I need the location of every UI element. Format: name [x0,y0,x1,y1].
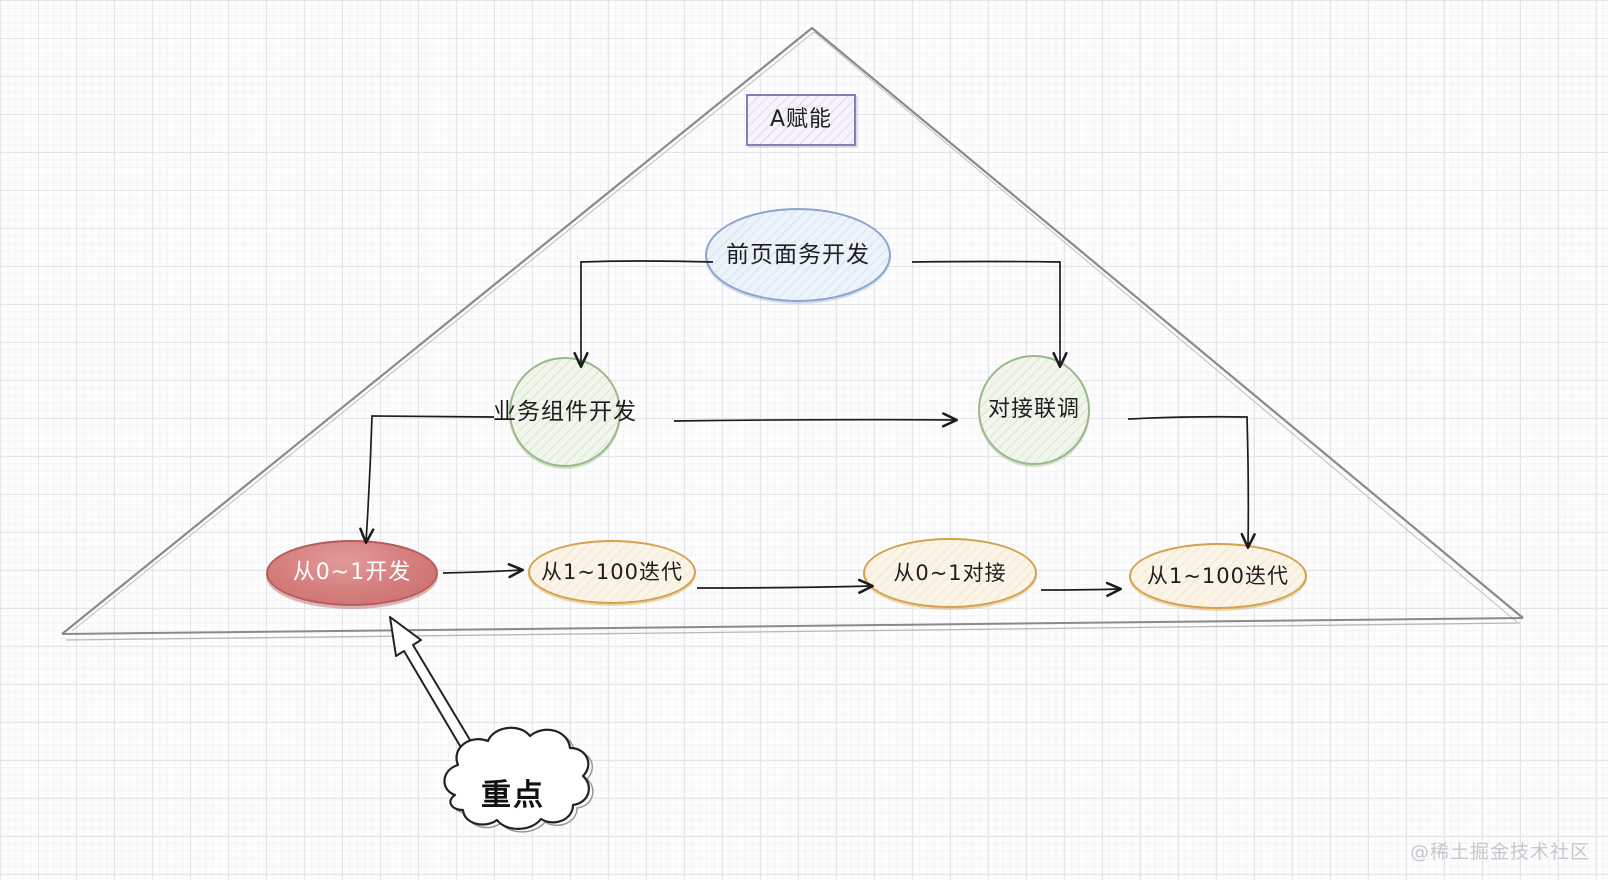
connector-componentdev-to-01dev [359,415,495,544]
pyramid-base-line [61,617,1524,635]
connector-integration-to-iterate [1127,415,1256,549]
pyramid-base-line-echo [65,622,1521,641]
node-0-to-1-dev: 从0~1开发 [266,540,438,606]
node-1-to-100-iterate-left: 从1~100迭代 [528,540,696,604]
cloud-label: 重点 [481,778,545,813]
connector-01integration-to-iterate [1040,581,1122,598]
connector-01dev-to-iterate [442,563,524,579]
connector-pagedev-to-componentdev [573,260,714,368]
node-0-to-1-integration: 从0~1对接 [863,538,1037,608]
watermark: @稀土掘金技术社区 [1409,841,1590,863]
connector-iterate-to-01integration [696,578,874,594]
node-ai-empower-box: A赋能 [746,94,856,146]
node-integration-debug: 对接联调 [978,355,1090,465]
connector-componentdev-to-integration [673,412,958,428]
connector-pagedev-to-integration [911,260,1068,368]
highlight-arrow [389,616,477,757]
node-business-component-dev: 业务组件开发 [493,357,636,467]
node-1-to-100-iterate-right: 从1~100迭代 [1129,543,1307,609]
node-frontend-page-dev: 前页面务开发 [705,208,891,302]
